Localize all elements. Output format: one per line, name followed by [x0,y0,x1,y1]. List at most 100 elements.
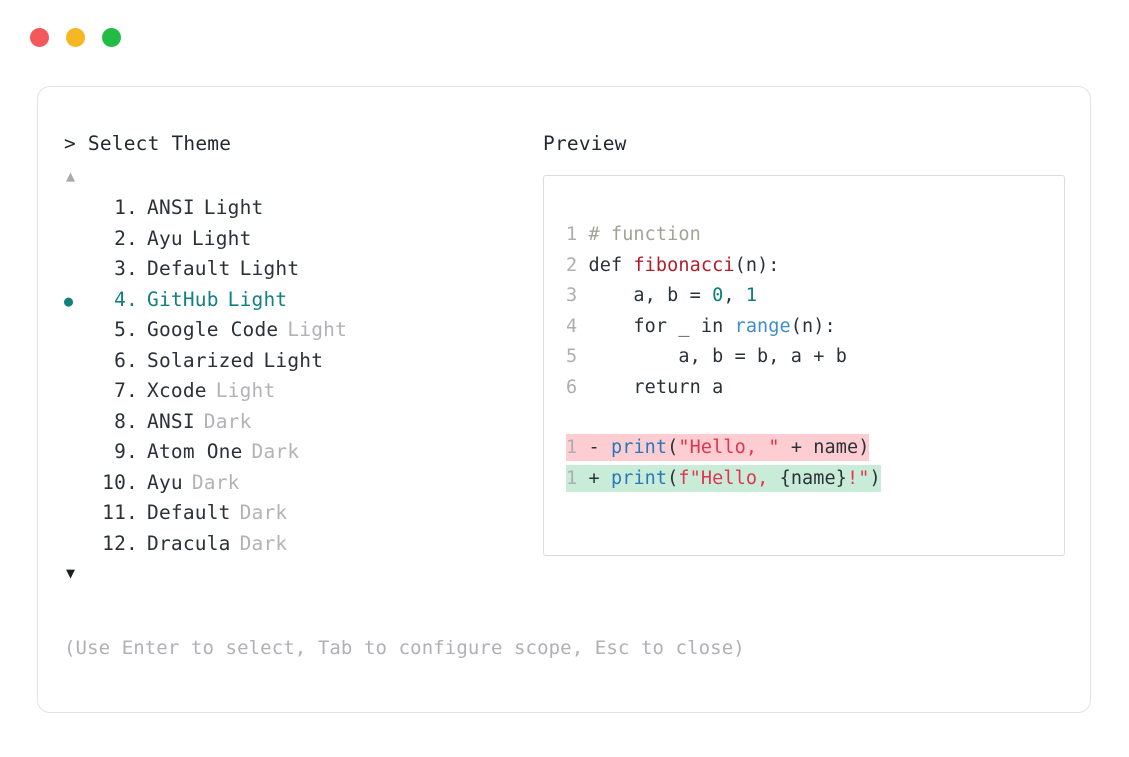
code-token-num: 1 [745,285,758,306]
theme-item-index: 10. [102,470,138,494]
code-token-plain: for _ in [588,315,735,337]
theme-item-name: Ayu [147,470,183,494]
bullet-placeholder [64,316,94,347]
theme-item-index: 7. [114,379,138,402]
theme-item-index: 6. [114,348,138,372]
code-line: 1 # function [566,220,1064,251]
line-number: 1 [566,467,589,489]
bullet-placeholder [64,530,94,561]
theme-item-variant: Dark [239,531,288,555]
bullet-placeholder [64,499,94,530]
theme-item-index: 9. [114,440,138,463]
scroll-down-icon[interactable]: ▼ [66,564,76,582]
theme-item-index: 12. [102,531,138,555]
code-token-plain: (n): [734,254,780,276]
code-spacer [566,403,1064,433]
code-token-call: print [610,437,668,458]
selected-bullet-icon: ● [64,291,74,310]
theme-item-name: Default [147,257,231,280]
theme-item-name: GitHub [147,287,219,311]
bullet-placeholder [64,469,94,500]
theme-item-index: 2. [114,226,138,250]
theme-list-item[interactable]: 7. Xcode Light [64,376,534,407]
page-title: > Select Theme [64,132,232,155]
scroll-up-icon[interactable]: ▲ [66,167,76,185]
bullet-placeholder [64,438,94,469]
theme-item-name: ANSI [147,409,195,433]
code-line: 5 a, b = b, a + b [566,342,1064,373]
theme-item-variant: Light [227,287,288,311]
theme-item-name: Atom One [147,440,243,463]
bullet-placeholder [64,225,94,256]
window-controls [30,28,121,47]
theme-item-variant: Light [215,379,276,402]
line-number: 1 [566,224,589,245]
bullet-placeholder [64,377,94,408]
code-token-builtin: range [734,315,791,337]
theme-item-name: Dracula [147,531,231,555]
diff-sign: - [588,437,611,458]
preview-title: Preview [543,132,627,155]
theme-list-item[interactable]: 3. Default Light [64,254,534,285]
minimize-window-button[interactable] [66,28,85,47]
code-token-plain: + name) [779,437,870,458]
diff-sign: + [588,467,611,489]
code-token-num: 0 [712,285,724,306]
diff-highlight: 1 + print(f"Hello, {name}!") [566,464,881,492]
code-token-call: print [610,467,668,489]
theme-item-index: 11. [102,501,138,524]
theme-item-variant: Dark [203,409,252,433]
theme-item-name: Xcode [147,379,207,402]
code-token-plain: return a [588,376,724,398]
theme-item-name: Google Code [147,318,279,341]
theme-item-variant: Dark [251,440,300,463]
code-token-plain: ) [869,467,881,489]
line-number: 5 [566,346,589,367]
theme-item-name: ANSI [147,196,195,219]
theme-list-item[interactable]: 9. Atom One Dark [64,437,534,468]
code-token-plain: a, b = b, a + b [588,346,847,367]
theme-list-item[interactable]: 6. Solarized Light [64,346,534,377]
code-token-plain: ( [667,467,679,489]
theme-item-variant: Light [287,318,348,341]
line-number: 3 [566,285,589,306]
theme-item-index: 8. [114,409,138,433]
theme-item-index: 1. [114,196,138,219]
line-number: 4 [566,315,589,337]
theme-item-index: 3. [114,257,138,280]
theme-item-variant: Dark [239,501,288,524]
theme-item-variant: Light [263,348,324,372]
close-window-button[interactable] [30,28,49,47]
theme-item-name: Ayu [147,226,183,250]
code-token-plain: a, b = [588,285,713,306]
code-token-plain: {name} [779,467,848,489]
code-token-str: !" [847,467,870,489]
theme-list-item[interactable]: 2. Ayu Light [64,224,534,255]
diff-line-added: 1 + print(f"Hello, {name}!") [566,464,1064,495]
code-token-kw: def [588,254,634,276]
line-number: 1 [566,437,589,458]
theme-item-name: Solarized [147,348,255,372]
maximize-window-button[interactable] [102,28,121,47]
theme-item-variant: Light [239,257,300,280]
line-number: 2 [566,254,589,276]
bullet-placeholder [64,194,94,225]
keyboard-hint: (Use Enter to select, Tab to configure s… [64,637,745,659]
code-token-str: f"Hello, [678,467,780,489]
theme-list-item[interactable]: 12. Dracula Dark [64,529,534,560]
theme-item-variant: Light [203,196,264,219]
theme-list-item[interactable]: 8. ANSI Dark [64,407,534,438]
diff-line-removed: 1 - print("Hello, " + name) [566,433,1064,464]
theme-item-variant: Light [191,226,252,250]
theme-list-item[interactable]: 1. ANSI Light [64,193,534,224]
diff-highlight: 1 - print("Hello, " + name) [566,434,870,461]
bullet-placeholder [64,347,94,378]
